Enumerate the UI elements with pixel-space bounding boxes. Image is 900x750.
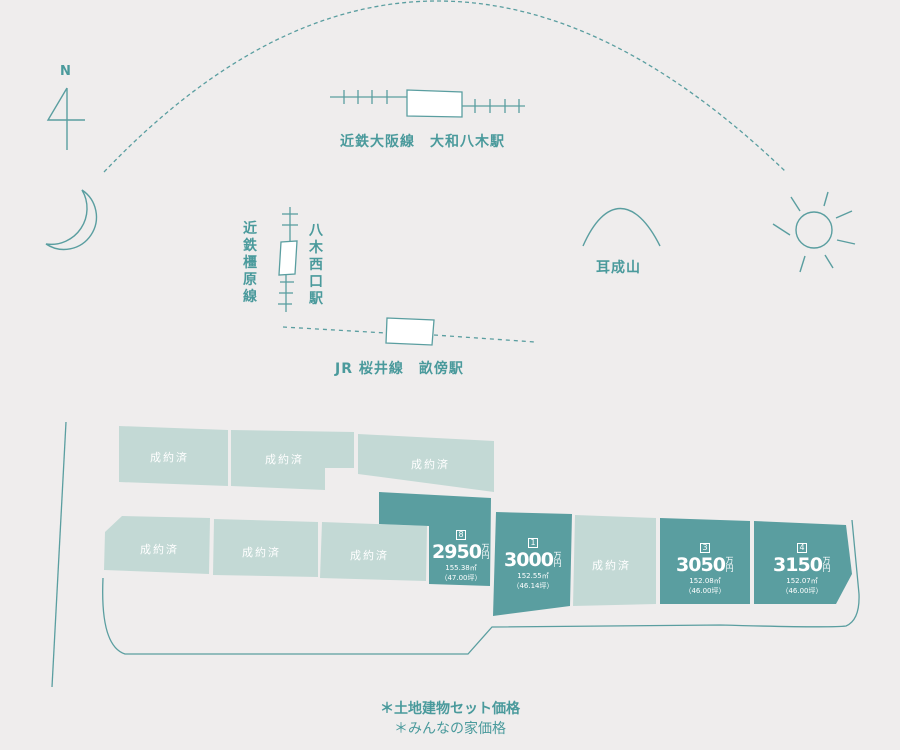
lot-area: 152.08㎡ <box>689 577 721 585</box>
sold-label: 成約済 <box>411 458 450 471</box>
lot-price: 3050 <box>676 554 726 576</box>
label-char: 駅 <box>309 291 323 307</box>
moon-icon <box>45 189 98 251</box>
sold-label: 成約済 <box>150 451 189 464</box>
lot-4-info[interactable]: 4 3150万円 152.07㎡ （46.00坪） <box>760 535 844 596</box>
mountain-icon <box>582 207 661 247</box>
lot-price: 3000 <box>504 549 554 571</box>
note-set-price: ＊土地建物セット価格 <box>380 701 520 717</box>
plot-1 <box>493 512 572 616</box>
label-char: 八 <box>309 223 323 239</box>
lot-8-info[interactable]: 8 2950万円 155.38㎡ （47.00坪） <box>432 522 490 583</box>
sold-label: 成約済 <box>265 453 304 466</box>
label-char: 木 <box>309 240 323 256</box>
label-char: 原 <box>243 272 257 288</box>
lot-tsubo: （46.00坪） <box>684 587 726 595</box>
label-char: 西 <box>309 257 323 273</box>
plot-4 <box>754 521 852 604</box>
sold-plot <box>231 430 354 490</box>
lot-price-unit: 万円 <box>553 551 562 568</box>
lot-price: 2950 <box>432 541 482 563</box>
yagi-nishiguchi-label: 八 木 西 口 駅 <box>308 223 324 308</box>
lot-tsubo: （46.00坪） <box>781 587 823 595</box>
road-outline <box>102 519 860 655</box>
north-compass-icon <box>46 87 85 150</box>
label-char: 近 <box>243 221 257 237</box>
lot-price: 3150 <box>773 554 823 576</box>
kintetsu-kashihara-railway <box>278 207 298 312</box>
sun-icon <box>772 191 856 273</box>
lot-price-unit: 万円 <box>822 556 831 573</box>
lot-tsubo: （47.00坪） <box>440 574 482 582</box>
lot-price-unit: 万円 <box>725 556 734 573</box>
sold-plot <box>358 434 494 492</box>
sun-path-arc <box>103 0 787 173</box>
sold-plots <box>104 426 656 606</box>
plot-8 <box>379 492 491 586</box>
mountain-label: 耳成山 <box>596 260 641 276</box>
lot-number: 3 <box>700 543 710 553</box>
lot-number: 8 <box>456 530 466 540</box>
lot-tsubo: （46.14坪） <box>512 582 554 590</box>
lot-number: 1 <box>528 538 538 548</box>
note-minnanoie-price: ＊みんなの家価格 <box>394 721 506 737</box>
lot-area: 152.07㎡ <box>786 577 818 585</box>
lot-area: 155.38㎡ <box>445 564 477 572</box>
sold-label: 成約済 <box>592 559 631 572</box>
label-char: 口 <box>309 274 323 290</box>
label-char: 橿 <box>243 255 257 271</box>
sold-plot <box>119 426 228 486</box>
jr-sakurai-railway <box>282 317 536 346</box>
kintetsu-osaka-label: 近鉄大阪線 大和八木駅 <box>340 134 505 150</box>
compass-label: N <box>60 64 72 79</box>
label-char: 鉄 <box>243 238 257 254</box>
site-boundary-left <box>51 421 67 688</box>
lot-area: 152.55㎡ <box>517 572 549 580</box>
jr-sakurai-label: JR 桜井線 畝傍駅 <box>335 361 464 377</box>
kintetsu-kashihara-label: 近 鉄 橿 原 線 <box>242 221 258 306</box>
label-char: 線 <box>243 289 257 305</box>
sold-plot <box>104 516 210 574</box>
lot-3-info[interactable]: 3 3050万円 152.08㎡ （46.00坪） <box>664 535 746 596</box>
sold-label: 成約済 <box>140 543 179 556</box>
lot-1-info[interactable]: 1 3000万円 152.55㎡ （46.14坪） <box>498 530 568 591</box>
sold-plot <box>320 522 427 581</box>
available-plots <box>379 492 852 616</box>
sold-plot <box>213 519 318 577</box>
lot-number: 4 <box>797 543 807 553</box>
lot-price-unit: 万円 <box>481 543 490 560</box>
kintetsu-osaka-railway <box>330 89 525 118</box>
plot-3 <box>660 518 750 604</box>
sold-plot <box>573 515 656 606</box>
sold-label: 成約済 <box>242 546 281 559</box>
sold-label: 成約済 <box>350 549 389 562</box>
